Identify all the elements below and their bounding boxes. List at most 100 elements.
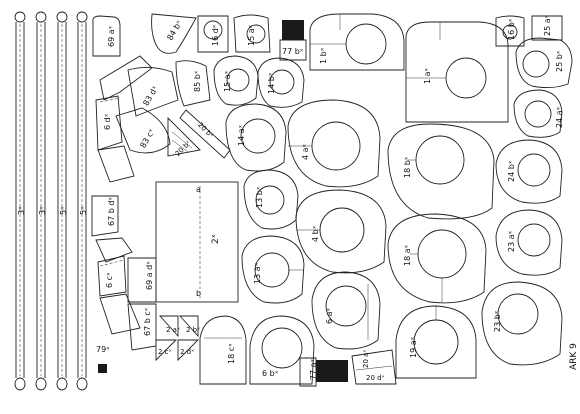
- svg-text:19 aˣ: 19 aˣ: [409, 336, 418, 358]
- part-16d: 16 dˣ: [197, 15, 229, 53]
- svg-text:a: a: [196, 185, 201, 194]
- part-13a: 13 aˣ: [241, 235, 305, 304]
- svg-text:6 bˣ: 6 bˣ: [262, 369, 279, 378]
- part-13b: 13 bˣ: [243, 169, 299, 230]
- long-strip-4: [76, 11, 88, 391]
- svg-text:13 bˣ: 13 bˣ: [255, 186, 264, 208]
- part-19: 19 aˣ: [395, 305, 477, 379]
- part-67bc: 67 b cˣ: [127, 303, 157, 351]
- svg-text:14 aˣ: 14 aˣ: [237, 124, 246, 146]
- part-14b: 14 bˣ: [257, 57, 305, 108]
- svg-text:2 bˣ: 2 bˣ: [186, 326, 200, 334]
- sheet-code: ARK 9: [569, 343, 579, 370]
- part-18c: 18 cˣ: [199, 315, 247, 385]
- svg-text:18 bˣ: 18 bˣ: [403, 156, 412, 178]
- svg-text:25 bˣ: 25 bˣ: [555, 50, 564, 72]
- svg-text:4 aˣ: 4 aˣ: [301, 143, 310, 160]
- part-6a: 6 aˣ: [311, 271, 381, 350]
- svg-text:18 aˣ: 18 aˣ: [403, 244, 412, 266]
- svg-text:20 bˣ: 20 bˣ: [196, 121, 215, 140]
- part-2-triangles: 2 aˣ 2 bˣ 2 cˣ 2 dˣ: [155, 315, 200, 362]
- svg-text:20 aˣ: 20 aˣ: [362, 349, 370, 368]
- svg-text:83 dˣ: 83 dˣ: [141, 84, 160, 107]
- part-25b: 25 bˣ: [515, 37, 573, 89]
- part-23b: 23 bˣ: [481, 281, 563, 366]
- black-square-79: [98, 364, 107, 373]
- label-6c: 6 cˣ: [105, 272, 114, 288]
- svg-text:77 aˣ: 77 aˣ: [309, 358, 318, 380]
- svg-text:1 bˣ: 1 bˣ: [319, 47, 328, 64]
- part-84b: 84 bˣ: [151, 13, 197, 54]
- part-24b: 24 bˣ: [495, 139, 563, 204]
- part-69a: 69 aˣ: [92, 15, 121, 57]
- svg-text:16 dˣ: 16 dˣ: [211, 24, 220, 46]
- part-67bd: 67 b dˣ: [91, 195, 119, 237]
- svg-text:24 aˣ: 24 aˣ: [555, 106, 564, 128]
- svg-text:69 aˣ: 69 aˣ: [107, 25, 116, 47]
- part-curved-arm-lower: [95, 237, 141, 335]
- part-1b: 1 bˣ: [309, 13, 405, 71]
- strip-label-4: 5ˣ: [79, 206, 88, 215]
- svg-text:b: b: [196, 289, 201, 298]
- part-1a: 1 aˣ: [405, 21, 509, 123]
- part-18b: 18 bˣ: [387, 123, 495, 220]
- long-strip-1: [14, 11, 26, 391]
- svg-text:85 bˣ: 85 bˣ: [193, 70, 202, 92]
- strip-label-3: 5ˣ: [59, 206, 68, 215]
- part-85b: 85 bˣ: [175, 60, 211, 107]
- svg-text:23 aˣ: 23 aˣ: [507, 230, 516, 252]
- part-77a: 77 aˣ: [299, 357, 348, 387]
- svg-text:83 cˣ: 83 cˣ: [138, 127, 156, 150]
- svg-text:77 bˣ: 77 bˣ: [282, 47, 304, 56]
- part-2-rect: a b 2ˣ: [155, 181, 239, 303]
- svg-text:84 bˣ: 84 bˣ: [165, 19, 184, 42]
- part-4b: 4 bˣ: [295, 189, 387, 274]
- svg-text:2 dˣ: 2 dˣ: [180, 348, 194, 356]
- svg-text:14 bˣ: 14 bˣ: [267, 72, 276, 94]
- label-6d: 6 dˣ: [103, 113, 112, 130]
- part-77b: 77 bˣ: [279, 20, 307, 61]
- strip-label-2: 3ˣ: [38, 206, 47, 215]
- svg-text:24 bˣ: 24 bˣ: [507, 160, 516, 182]
- svg-text:16 bˣ: 16 bˣ: [507, 18, 516, 40]
- svg-text:2 aˣ: 2 aˣ: [166, 326, 180, 334]
- strip-label-1: 3ˣ: [17, 206, 26, 215]
- part-25a: 25 aˣ: [531, 14, 563, 41]
- part-20ad: 20 aˣ 20 dˣ: [351, 349, 397, 385]
- svg-text:67 b cˣ: 67 b cˣ: [143, 307, 152, 336]
- part-83d: 83 dˣ: [127, 67, 179, 117]
- part-18a: 18 aˣ: [387, 213, 487, 304]
- black-tab-77a: [316, 360, 348, 382]
- svg-text:1 aˣ: 1 aˣ: [423, 67, 432, 84]
- svg-text:25 aˣ: 25 aˣ: [543, 14, 552, 36]
- part-6b: 6 bˣ: [249, 315, 315, 385]
- svg-text:69 a dˣ: 69 a dˣ: [145, 261, 154, 290]
- svg-text:6 aˣ: 6 aˣ: [325, 307, 334, 324]
- svg-text:20 bˣ: 20 bˣ: [174, 139, 193, 158]
- long-strip-3: [56, 11, 68, 391]
- svg-text:67 b dˣ: 67 b dˣ: [107, 197, 116, 226]
- part-79: 79ˣ: [96, 345, 110, 373]
- part-14a: 14 aˣ: [225, 103, 287, 172]
- part-curved-arm-upper: [95, 55, 153, 183]
- part-20b-triangle: 20 bˣ: [167, 116, 201, 158]
- part-23a: 23 aˣ: [495, 209, 563, 276]
- part-4a: 4 aˣ: [287, 99, 381, 188]
- svg-text:15 aˣ: 15 aˣ: [247, 24, 256, 46]
- part-15a: 15 aˣ: [213, 55, 259, 106]
- svg-text:2 cˣ: 2 cˣ: [158, 348, 172, 356]
- svg-text:15 aˣ: 15 aˣ: [223, 70, 232, 92]
- long-strip-2: [35, 11, 47, 391]
- black-tab-77b: [282, 20, 304, 40]
- svg-text:2ˣ: 2ˣ: [211, 234, 221, 244]
- svg-text:79ˣ: 79ˣ: [96, 345, 110, 354]
- svg-text:20 dˣ: 20 dˣ: [366, 374, 385, 382]
- long-strip-group: 3ˣ 3ˣ 5ˣ 5ˣ: [14, 11, 88, 391]
- part-24a: 24 aˣ: [513, 89, 564, 138]
- svg-text:4 bˣ: 4 bˣ: [311, 225, 320, 242]
- part-15: 15 aˣ: [233, 14, 271, 53]
- svg-text:18 cˣ: 18 cˣ: [227, 343, 236, 364]
- part-16b: 16 bˣ: [495, 15, 525, 47]
